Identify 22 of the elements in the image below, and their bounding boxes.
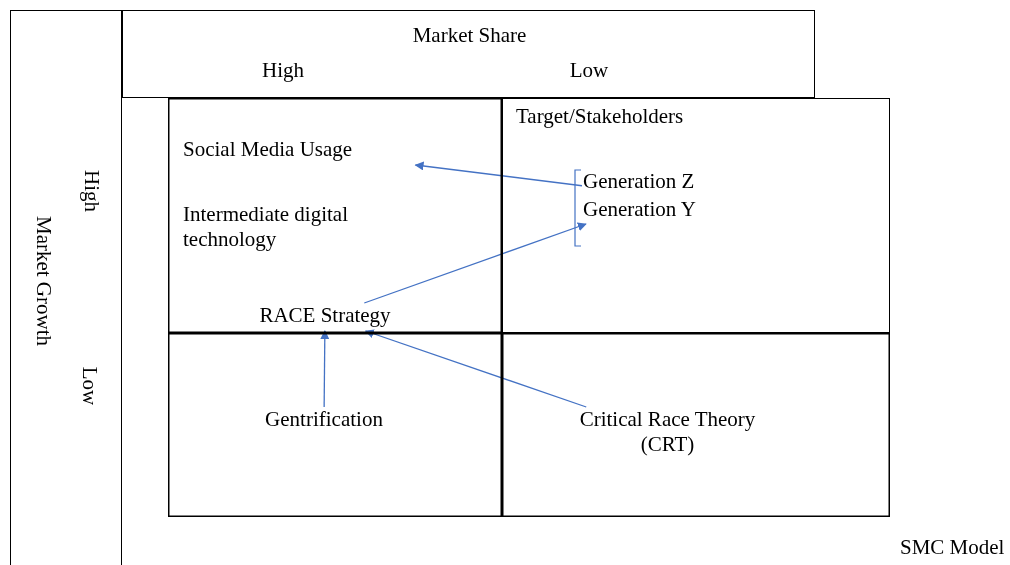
box-label: Market Share [411,23,528,48]
axis-band [10,10,122,565]
quadrant [502,98,890,333]
box-label: Low [568,58,610,83]
header-box [122,10,815,98]
caption-label: SMC Model [900,535,1005,560]
node-label: Social Media Usage [183,137,354,162]
box-label: Market Growth [30,215,56,347]
node-label: Intermediate digital technology [183,202,350,252]
node-label: Generation Z [583,169,696,194]
box-label: High [78,170,104,212]
arrow [320,330,330,408]
arrow [363,222,587,304]
box-label: Target/Stakeholders [516,104,685,129]
box-label: Low [76,366,102,406]
node-label: Generation Y [583,197,697,222]
arrow [414,161,583,187]
box-label: High [261,58,305,83]
node-label: Gentrification [264,407,384,432]
arrow [364,329,587,408]
node-label: RACE Strategy [258,303,392,328]
node-label: Critical Race Theory (CRT) [578,407,757,457]
